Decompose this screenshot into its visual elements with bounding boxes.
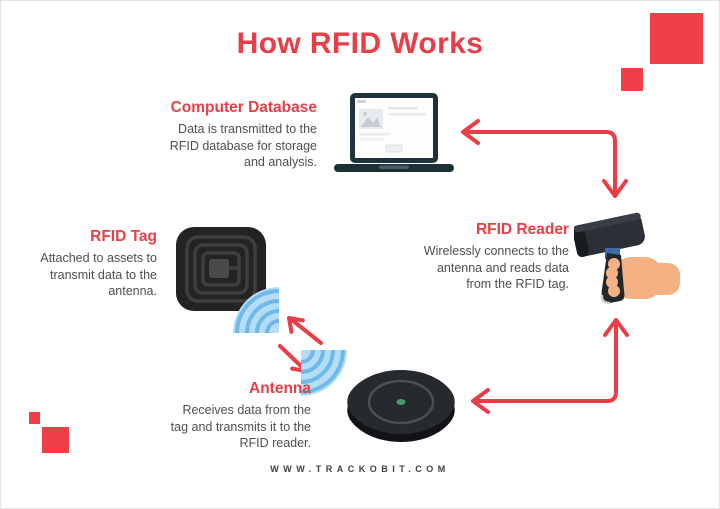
decor-square-top-right-small xyxy=(621,68,643,91)
computer-database-heading: Computer Database xyxy=(170,99,317,116)
decor-square-bottom-left-large xyxy=(42,427,69,453)
rfid-reader-section: RFID Reader Wirelessly connects to the a… xyxy=(359,221,569,293)
antenna-section: Antenna Receives data from the tag and t… xyxy=(101,380,311,452)
handheld-rfid-scanner-icon xyxy=(574,212,680,305)
rfid-tag-section: RFID Tag Attached to assets to transmit … xyxy=(1,228,157,300)
signal-waves-icon xyxy=(233,287,280,334)
rfid-tag-heading: RFID Tag xyxy=(90,228,157,245)
signal-waves-icon xyxy=(300,349,347,396)
rfid-reader-description: Wirelessly connects to the antenna and r… xyxy=(423,244,569,291)
antenna-pad-icon xyxy=(347,370,455,442)
arrow-waves-to-tag xyxy=(287,316,323,345)
decor-square-bottom-left-small xyxy=(29,412,40,424)
laptop-icon xyxy=(334,93,454,172)
rfid-tag-icon xyxy=(176,227,266,311)
rfid-tag-description: Attached to assets to transmit data to t… xyxy=(40,251,157,298)
arrow-reader-to-database xyxy=(461,119,628,198)
antenna-description: Receives data from the tag and transmits… xyxy=(170,403,311,450)
arrow-antenna-to-reader xyxy=(471,318,629,414)
computer-database-description: Data is transmitted to the RFID database… xyxy=(169,122,317,169)
page-title: How RFID Works xyxy=(236,27,484,60)
decor-square-top-right-large xyxy=(650,13,703,64)
website-url: WWW.TRACKOBIT.COM xyxy=(270,464,450,474)
rfid-reader-heading: RFID Reader xyxy=(475,221,569,238)
computer-database-section: Computer Database Data is transmitted to… xyxy=(107,99,317,171)
antenna-heading: Antenna xyxy=(249,380,311,397)
